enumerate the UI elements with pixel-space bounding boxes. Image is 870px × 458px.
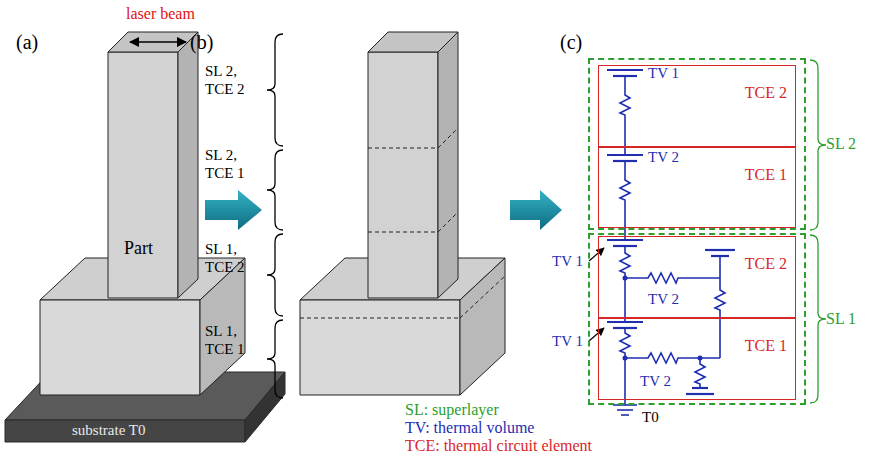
element-label: TCE 2 xyxy=(745,84,787,102)
layer-cuts xyxy=(300,128,505,318)
element-label: TCE 1 xyxy=(745,337,787,355)
layer-label: SL 1, TCE 2 xyxy=(205,240,263,276)
superlayer-box: SL 2TCE 2TCE 1 xyxy=(588,58,806,230)
capacitor-plate xyxy=(613,75,637,77)
junction-dot xyxy=(698,356,703,361)
wire xyxy=(620,328,630,405)
sl-brackets xyxy=(810,60,826,403)
temperature-label: T0 xyxy=(642,408,659,426)
junction-dot xyxy=(623,276,628,281)
ground-line xyxy=(621,414,629,416)
key-text: TV: thermal volume xyxy=(405,418,534,437)
wire xyxy=(625,353,720,363)
leader-arrow xyxy=(589,248,604,261)
cut-line xyxy=(438,128,458,148)
element-label: TCE 1 xyxy=(745,166,787,184)
key-text: TCE: thermal circuit element xyxy=(405,436,592,455)
step-arrow xyxy=(510,190,562,230)
key-text: SL: superlayer xyxy=(405,400,499,419)
layer-label: SL 2, TCE 1 xyxy=(205,146,263,182)
cut-line xyxy=(368,148,438,149)
panel-letter: (c) xyxy=(560,30,582,54)
brace xyxy=(267,34,283,146)
capacitor-plate xyxy=(705,249,735,251)
cut-line xyxy=(300,318,460,319)
laser-beam xyxy=(116,0,120,44)
volume-label: TV 2 xyxy=(648,148,679,166)
circuit-element-box: TCE 1 xyxy=(598,318,796,400)
bracket xyxy=(810,60,826,230)
part-side xyxy=(178,32,198,298)
brace xyxy=(267,234,283,316)
layer-label: SL 1, TCE 1 xyxy=(205,322,263,358)
junction-dot xyxy=(623,356,628,361)
ground-symbol xyxy=(613,405,637,415)
volume-label: TV 2 xyxy=(640,372,671,390)
part-front xyxy=(108,52,178,298)
element-label: TCE 2 xyxy=(745,255,787,273)
superlayer-label: SL 2 xyxy=(826,135,856,153)
capacitor-plate xyxy=(711,255,729,257)
cut-line xyxy=(368,232,438,233)
circuit-element-box: TCE 2 xyxy=(598,236,796,318)
ground-line xyxy=(617,409,633,411)
circuit-element-box: TCE 2 xyxy=(598,65,796,147)
superlayer-label: SL 1 xyxy=(826,310,856,328)
wire xyxy=(695,358,705,388)
superlayer-box: SL 1TCE 2TCE 1 xyxy=(588,233,806,405)
capacitor-plate xyxy=(692,387,708,389)
panel-letter: (a) xyxy=(16,30,38,54)
layer-label: SL 2, TCE 2 xyxy=(205,62,263,98)
leader-arrow xyxy=(589,328,604,341)
braces xyxy=(267,34,283,398)
brace xyxy=(267,150,283,230)
substrate-side xyxy=(245,372,285,442)
volume-label: TV 2 xyxy=(648,290,679,308)
substrate-front xyxy=(5,420,245,442)
part-front xyxy=(368,52,438,298)
cut-line xyxy=(438,212,458,232)
part-side xyxy=(438,32,458,298)
step-arrow xyxy=(205,190,262,230)
wire xyxy=(620,246,630,322)
block-front xyxy=(40,300,200,395)
capacitor-plate xyxy=(607,239,643,241)
block-side xyxy=(460,258,505,395)
part-label: Part xyxy=(124,238,153,260)
panel-letter: (b) xyxy=(190,30,213,54)
capacitor-plate xyxy=(613,327,637,329)
volume-label: TV 1 xyxy=(552,332,583,350)
block-front xyxy=(300,300,460,395)
scan-arrow xyxy=(130,41,186,43)
cut-line xyxy=(460,276,505,318)
brace xyxy=(267,320,283,398)
capacitor-plate xyxy=(607,69,643,71)
beam-label: laser beam xyxy=(126,4,195,23)
capacitors xyxy=(607,70,735,394)
wire xyxy=(715,256,725,358)
capacitor-plate xyxy=(686,393,714,395)
capacitor-plate xyxy=(607,321,643,323)
volume-label: TV 1 xyxy=(648,64,679,82)
capacitor-plate xyxy=(613,160,637,162)
wire xyxy=(625,273,720,283)
circuit-element-box: TCE 1 xyxy=(598,147,796,228)
volume-label: TV 1 xyxy=(552,252,583,270)
bracket xyxy=(810,235,826,403)
substrate-label: substrate T0 xyxy=(72,421,145,439)
capacitor-plate xyxy=(613,245,637,247)
wire xyxy=(620,76,630,155)
capacitor-plate xyxy=(607,154,643,156)
